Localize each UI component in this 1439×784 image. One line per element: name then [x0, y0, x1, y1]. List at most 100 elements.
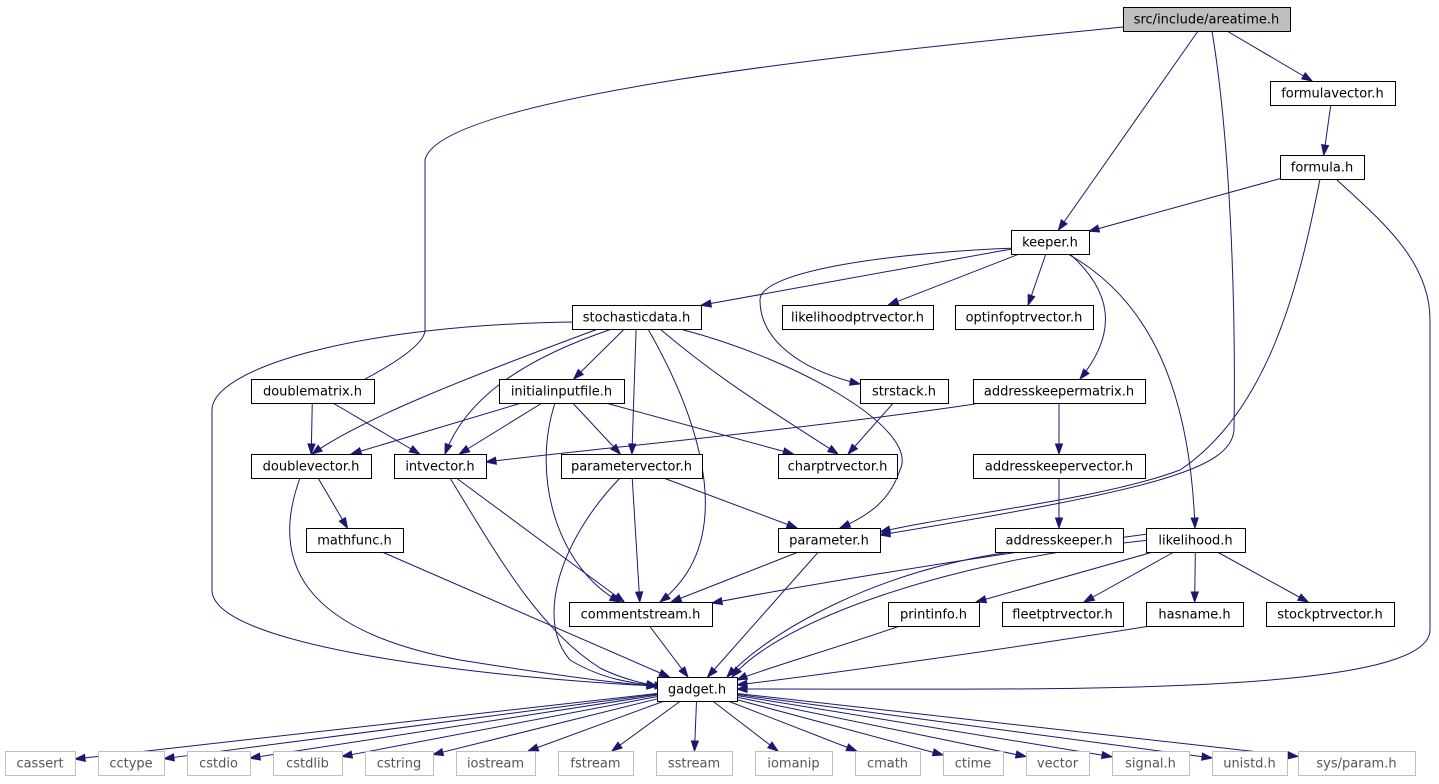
node-mathfunc-box [306, 528, 404, 553]
node-keeper[interactable]: keeper.h [1011, 230, 1090, 255]
node-cstdio-label: cstdio [199, 757, 238, 772]
edge-addresskeepermatrix-to-addresskeepervector [1054, 403, 1064, 456]
node-parameter-box [778, 528, 881, 553]
node-formulavector[interactable]: formulavector.h [1270, 81, 1396, 106]
node-stochasticdata[interactable]: stochasticdata.h [572, 305, 702, 330]
node-commentstream-box [569, 602, 713, 627]
node-cmath-label: cmath [867, 757, 908, 772]
node-optinfoptrvector[interactable]: optinfoptrvector.h [955, 305, 1094, 330]
node-gadget-label: gadget.h [668, 683, 726, 698]
edge-stochasticdata-to-parametervector [628, 328, 637, 456]
node-initialinputfile[interactable]: initialinputfile.h [499, 379, 625, 404]
edge-gadget-to-vector [736, 696, 1028, 759]
node-likelihoodptrvector-box [782, 305, 934, 330]
node-fstream-label: fstream [570, 757, 620, 772]
edge-formula-to-keeper [1087, 178, 1281, 233]
edge-intvector-to-commentstream [455, 477, 626, 603]
node-commentstream[interactable]: commentstream.h [569, 602, 713, 627]
node-signal-label: signal.h [1125, 757, 1176, 772]
node-charptrvector[interactable]: charptrvector.h [778, 454, 898, 479]
dependency-nodes: src/include/areatime.h formulavector.h for… [5, 7, 1416, 776]
node-doublevector-box [251, 454, 372, 479]
node-optinfoptrvector-label: optinfoptrvector.h [966, 311, 1083, 326]
node-doublevector[interactable]: doublevector.h [251, 454, 372, 479]
edge-parametervector-to-commentstream [631, 477, 644, 604]
node-doublematrix[interactable]: doublematrix.h [251, 379, 375, 404]
edge-areatime-to-doublematrix [338, 26, 1124, 393]
node-printinfo[interactable]: printinfo.h [888, 602, 980, 627]
node-addresskeeper[interactable]: addresskeeper.h [995, 528, 1124, 553]
node-likelihood-label: likelihood.h [1158, 534, 1232, 549]
node-parametervector[interactable]: parametervector.h [561, 454, 703, 479]
node-areatime[interactable]: src/include/areatime.h [1123, 7, 1291, 32]
edge-stochasticdata-to-initialinputfile [572, 328, 625, 381]
edge-initialinputfile-to-doublevector [349, 402, 522, 456]
node-intvector[interactable]: intvector.h [394, 454, 487, 479]
node-doublevector-label: doublevector.h [263, 460, 360, 475]
node-fleetptrvector[interactable]: fleetptrvector.h [1002, 602, 1124, 627]
edge-printinfo-to-gadget [735, 625, 901, 681]
node-fleetptrvector-box [1002, 602, 1124, 627]
edge-initialinputfile-to-parametervector [572, 402, 622, 456]
edge-stochasticdata-to-commentstream [647, 328, 706, 603]
edge-doublematrix-to-intvector [332, 402, 421, 455]
edge-addresskeepermatrix-to-intvector [484, 403, 976, 465]
node-ctime-label: ctime [955, 757, 992, 772]
node-stockptrvector-label: stockptrvector.h [1277, 608, 1383, 623]
edge-likelihood-to-hasname [1190, 551, 1200, 604]
edge-gadget-to-ctime [736, 699, 945, 757]
node-likelihoodptrvector-label: likelihoodptrvector.h [791, 311, 924, 326]
node-parametervector-box [561, 454, 703, 479]
node-formulavector-label: formulavector.h [1281, 87, 1384, 102]
node-cstdlib: cstdlib [273, 751, 343, 776]
node-areatime-box [1123, 7, 1291, 32]
node-stockptrvector[interactable]: stockptrvector.h [1266, 602, 1395, 627]
edge-doublevector-to-mathfunc [317, 477, 349, 530]
node-doublematrix-box [251, 379, 375, 404]
node-signal: signal.h [1112, 751, 1190, 776]
node-parameter[interactable]: parameter.h [778, 528, 881, 553]
node-charptrvector-label: charptrvector.h [788, 460, 888, 475]
node-cstdio: cstdio [187, 751, 251, 776]
edge-parameter-to-commentstream [669, 551, 799, 603]
edge-areatime-to-keeper [1057, 30, 1199, 232]
node-intvector-box [394, 454, 487, 479]
edge-likelihood-to-printinfo [974, 551, 1154, 604]
node-unistd-box [1212, 751, 1288, 776]
node-gadget[interactable]: gadget.h [657, 677, 738, 702]
node-keeper-box [1011, 230, 1090, 255]
edge-keeper-to-optinfoptrvector [1027, 253, 1047, 307]
node-ctime: ctime [943, 751, 1004, 776]
node-cctype-label: cctype [109, 757, 152, 772]
node-addresskeepervector-box [973, 454, 1146, 479]
edge-formula-to-gadget [735, 178, 1431, 694]
node-intvector-label: intvector.h [405, 460, 474, 475]
node-charptrvector-box [778, 454, 898, 479]
node-likelihood[interactable]: likelihood.h [1146, 528, 1246, 553]
node-likelihoodptrvector[interactable]: likelihoodptrvector.h [782, 305, 934, 330]
node-strstack[interactable]: strstack.h [860, 379, 949, 404]
node-commentstream-label: commentstream.h [581, 608, 701, 623]
node-sstream-label: sstream [668, 757, 720, 772]
edge-areatime-to-formulavector [1226, 30, 1314, 82]
node-optinfoptrvector-box [955, 305, 1094, 330]
node-cstring: cstring [365, 751, 434, 776]
node-likelihood-box [1146, 528, 1246, 553]
node-addresskeeper-label: addresskeeper.h [1006, 534, 1113, 549]
edge-parameter-to-gadget [706, 551, 819, 679]
node-formula[interactable]: formula.h [1280, 155, 1365, 180]
edge-gadget-to-signal [736, 695, 1114, 760]
edge-keeper-to-stochasticdata [699, 248, 1012, 308]
node-initialinputfile-label: initialinputfile.h [511, 385, 612, 400]
node-sysparam-label: sys/param.h [1316, 757, 1396, 772]
node-addresskeepervector[interactable]: addresskeepervector.h [973, 454, 1146, 479]
node-addresskeepermatrix[interactable]: addresskeepermatrix.h [973, 379, 1146, 404]
edge-likelihood-to-stockptrvector [1217, 551, 1310, 603]
node-hasname[interactable]: hasname.h [1146, 602, 1244, 627]
node-fstream-box [558, 751, 634, 776]
node-keeper-label: keeper.h [1022, 236, 1078, 251]
node-sysparam: sys/param.h [1298, 751, 1416, 776]
node-sstream-box [656, 751, 733, 776]
node-mathfunc[interactable]: mathfunc.h [306, 528, 404, 553]
